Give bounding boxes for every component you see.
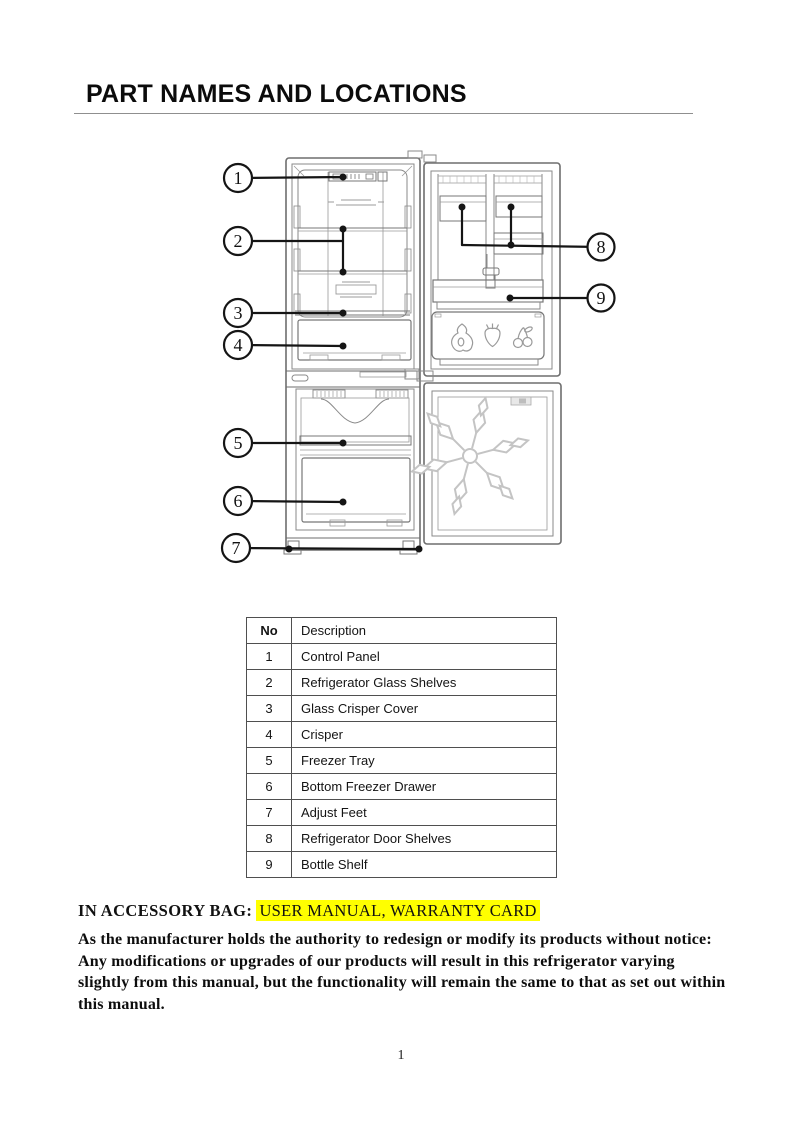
callout-9-circle: [586, 283, 616, 313]
freezer-vents: [312, 389, 409, 399]
cabinet: [285, 150, 423, 551]
callout-8-circle: [586, 232, 616, 262]
part-no: 4: [246, 721, 292, 748]
refrigerator-diagram: 1 2 3 4 5 6 7 8 9: [220, 150, 616, 564]
disclaimer-paragraph: As the manufacturer holds the authority …: [78, 931, 726, 1013]
callout-1-label: 1: [234, 168, 243, 188]
callout-6-label: 6: [234, 491, 243, 511]
callout-9-label: 9: [597, 288, 606, 308]
pear-icon: [451, 323, 474, 352]
accessory-bag-highlight: USER MANUAL, WARRANTY CARD: [256, 900, 540, 921]
callout-3-circle: [222, 297, 254, 329]
page-title: PART NAMES AND LOCATIONS: [86, 80, 467, 108]
leader-dots: [285, 173, 515, 553]
fridge-door: [416, 154, 561, 382]
cherries-icon: [512, 326, 533, 349]
interior-label-top: [328, 199, 384, 206]
callout-8-label: 8: [597, 237, 606, 257]
page-number: 1: [397, 1048, 405, 1063]
callout-5-label: 5: [234, 433, 243, 453]
part-no: 8: [246, 825, 292, 852]
part-no: 9: [246, 851, 292, 878]
part-description: Freezer Tray: [291, 747, 557, 774]
leader-lines: [234, 175, 603, 551]
strawberry-icon: [484, 323, 501, 348]
title-rule: [74, 113, 693, 114]
callout-6-circle: [222, 485, 254, 517]
part-no: 3: [246, 695, 292, 722]
callouts: [220, 162, 616, 564]
callout-2-label: 2: [234, 231, 243, 251]
callout-4-circle: [222, 329, 254, 361]
part-description: Adjust Feet: [291, 799, 557, 826]
snowflake-icon: [409, 395, 531, 517]
table-header-row: No Description: [246, 617, 557, 644]
part-no: 6: [246, 773, 292, 800]
callout-2-circle: [222, 225, 254, 257]
callout-1-circle: [222, 162, 254, 194]
freezer-drawer: [301, 457, 411, 527]
table-header-no: No: [246, 617, 292, 644]
part-no: 5: [246, 747, 292, 774]
fruit-panel: [431, 311, 545, 366]
table-header-description: Description: [291, 617, 557, 644]
part-description: Refrigerator Door Shelves: [291, 825, 557, 852]
cabinet-divider: [286, 368, 420, 388]
fridge-interior: [291, 163, 415, 370]
part-description: Glass Crisper Cover: [291, 695, 557, 722]
callout-7-circle: [220, 532, 252, 564]
crisper-drawer: [297, 319, 412, 361]
freezer-interior: [295, 388, 415, 531]
freezer-tray: [299, 435, 412, 456]
callout-5-circle: [222, 427, 254, 459]
crisper-cover: [295, 310, 410, 316]
part-no: 2: [246, 669, 292, 696]
part-description: Bottle Shelf: [291, 851, 557, 878]
part-description: Control Panel: [291, 643, 557, 670]
callout-3-label: 3: [234, 303, 243, 323]
accessory-bag-line: IN ACCESSORY BAG: USER MANUAL, WARRANTY …: [78, 900, 778, 921]
callout-7-label: 7: [232, 538, 241, 558]
part-description: Bottom Freezer Drawer: [291, 773, 557, 800]
part-description: Refrigerator Glass Shelves: [291, 669, 557, 696]
bottle-shelf: [432, 279, 544, 310]
callout-4-label: 4: [234, 335, 243, 355]
door-shelves: [437, 174, 544, 289]
part-no: 1: [246, 643, 292, 670]
part-description: Crisper: [291, 721, 557, 748]
part-no: 7: [246, 799, 292, 826]
control-panel: [328, 171, 388, 182]
glass-shelves: [298, 227, 407, 275]
accessory-bag-label: IN ACCESSORY BAG:: [78, 901, 253, 920]
interior-label-mid: [335, 281, 377, 298]
adjust-feet: [283, 537, 420, 555]
